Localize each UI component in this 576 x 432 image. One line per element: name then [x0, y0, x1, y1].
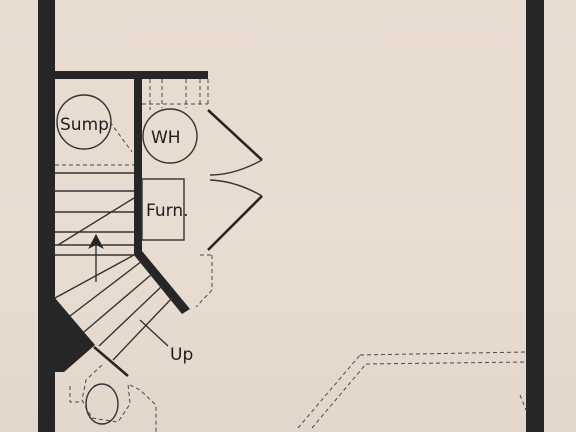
dashed-overhead-lines [55, 79, 527, 432]
door-upper-swing [209, 159, 263, 176]
stair-up-leader [139, 319, 169, 347]
right-exterior-wall [526, 0, 544, 432]
stair-corner-wall [55, 298, 95, 372]
utility-top-wall [55, 71, 208, 79]
door-lower-leaf [207, 195, 263, 251]
stair-diagonal-wall [134, 251, 190, 314]
lower-stair-wall [93, 346, 129, 377]
furnace [141, 178, 185, 241]
left-exterior-wall [38, 0, 55, 432]
door-lower-swing [209, 179, 263, 197]
sump-pit [56, 94, 112, 150]
stair-up-label: Up [170, 345, 193, 365]
winder-stair [54, 254, 173, 361]
sump-label: Sump [60, 115, 109, 135]
fixture-outline [85, 383, 119, 425]
door-upper-leaf [207, 109, 263, 161]
furnace-label: Furn. [146, 201, 189, 221]
stair-arrow-head [88, 234, 104, 249]
water-heater [142, 108, 198, 164]
under-stair-treads [55, 172, 135, 246]
water-heater-label: WH [151, 128, 181, 148]
utility-center-wall [134, 79, 142, 255]
